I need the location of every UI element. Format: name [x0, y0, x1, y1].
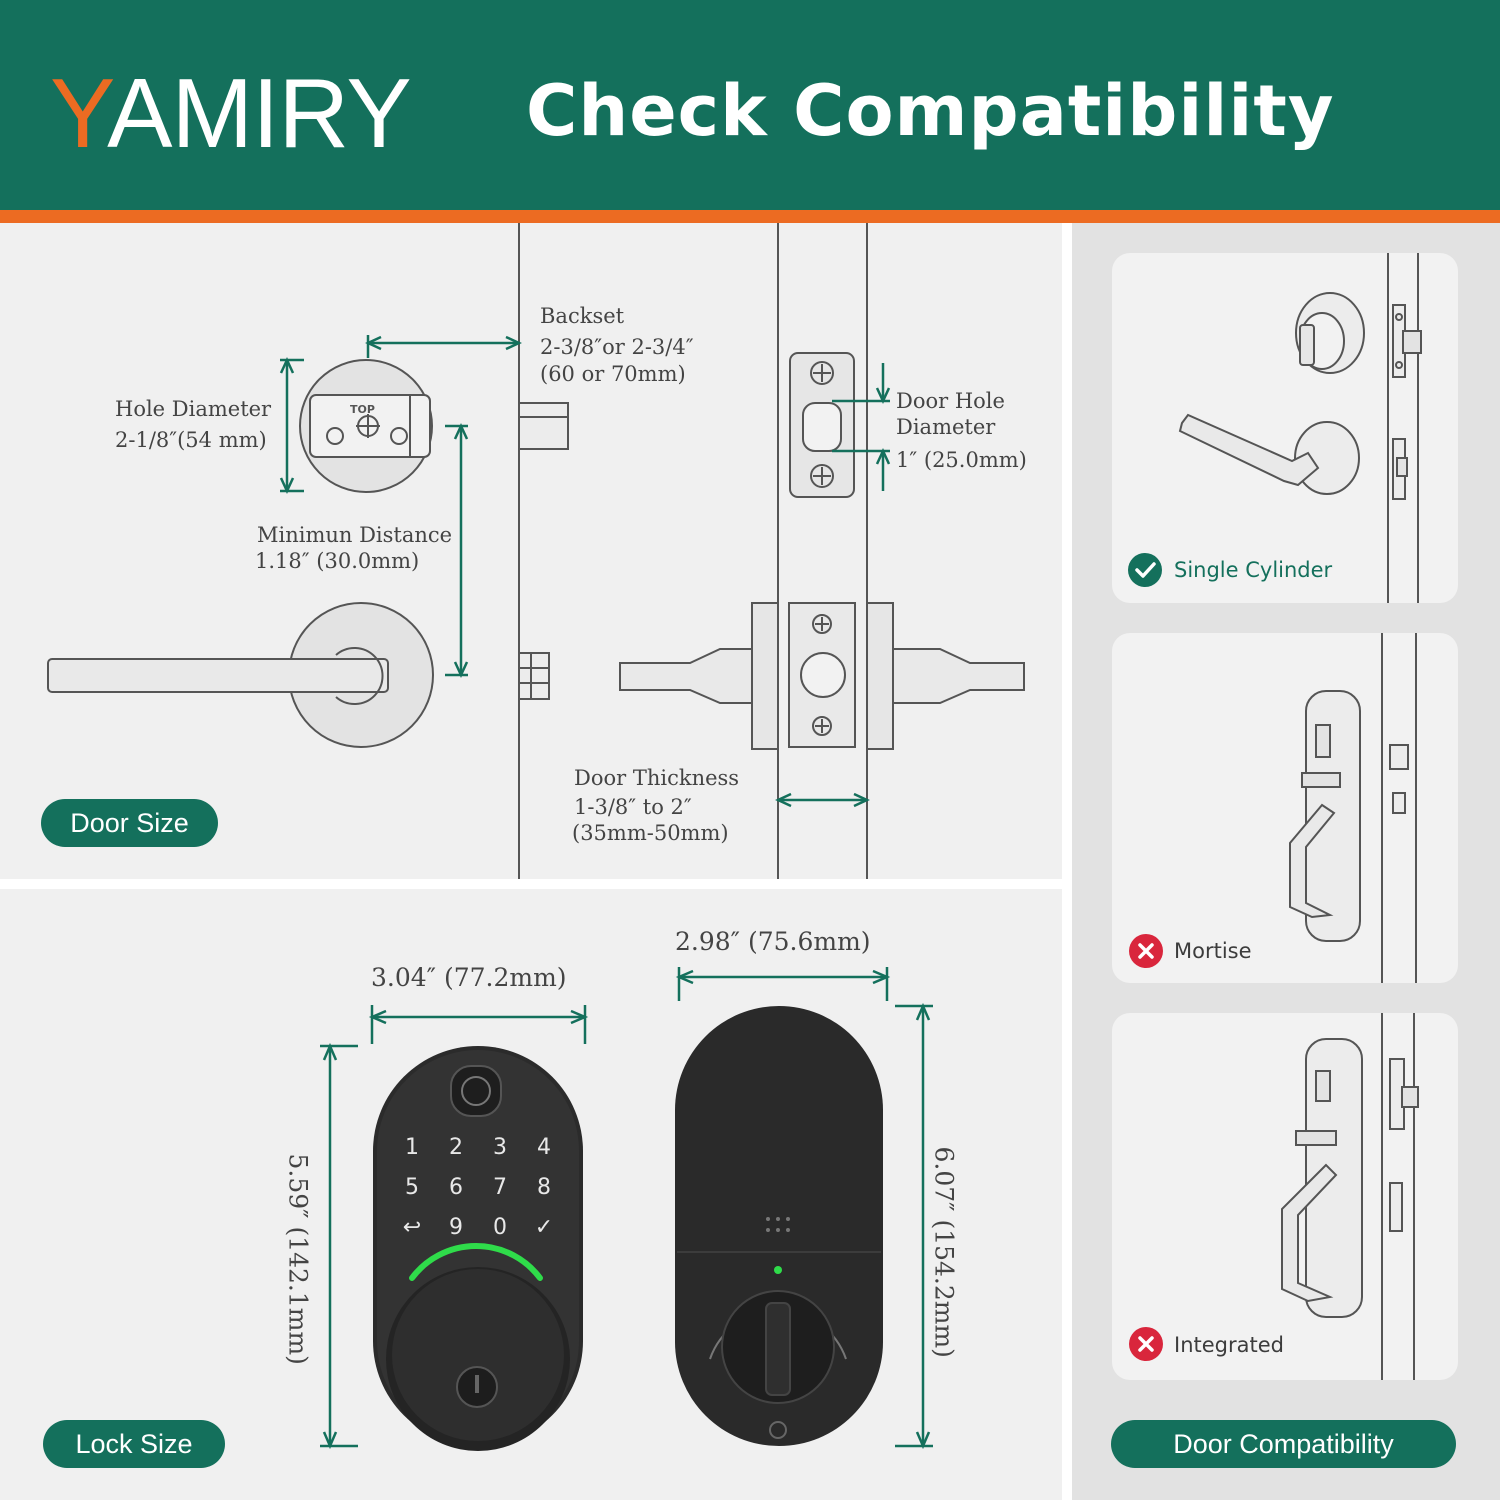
page-title: Check Compatibility	[526, 70, 1335, 152]
door-thickness-label: Door Thickness	[574, 766, 740, 790]
keypad-key: 1	[405, 1135, 419, 1160]
keypad-key: 6	[449, 1175, 463, 1200]
back-height-dimension: 6.07″ (154.2mm)	[929, 1146, 959, 1358]
front-width-dimension: 3.04″ (77.2mm)	[371, 963, 567, 992]
keypad-key: ↩	[402, 1215, 422, 1240]
single-cylinder-illustration	[1178, 253, 1422, 603]
mortise-illustration	[1289, 633, 1417, 983]
keypad-key: 7	[493, 1175, 507, 1200]
compat-label-mortise: Mortise	[1174, 939, 1252, 963]
compat-label-integrated: Integrated	[1174, 1333, 1284, 1357]
door-compatibility-badge: Door Compatibility	[1111, 1420, 1456, 1468]
backset-label: Backset	[540, 304, 625, 328]
keypad-lock-front	[373, 1046, 583, 1451]
compat-label-single-cylinder: Single Cylinder	[1174, 558, 1333, 582]
keypad-key: 5	[405, 1175, 419, 1200]
integrated-illustration	[1281, 1013, 1419, 1380]
section-divider-horizontal	[0, 879, 1062, 889]
keypad-key: 4	[537, 1135, 551, 1160]
check-icon	[1128, 553, 1162, 587]
door-hole-label-2: Diameter	[896, 415, 996, 439]
keypad-key: 8	[537, 1175, 551, 1200]
keypad-key: ✓	[534, 1215, 554, 1240]
cross-icon	[1129, 934, 1163, 968]
brand-logo-accent: Y	[50, 58, 108, 168]
door-thickness-metric: (35mm-50mm)	[572, 821, 729, 845]
compat-card-single-cylinder: Single Cylinder	[1112, 253, 1458, 603]
keypad-key: 0	[493, 1215, 507, 1240]
keypad-key: 9	[449, 1215, 463, 1240]
lock-size-badge: Lock Size	[43, 1420, 225, 1468]
brand-logo-text: AMIRY	[107, 58, 412, 168]
compat-card-mortise: Mortise	[1112, 633, 1458, 983]
keypad-key: 2	[449, 1135, 463, 1160]
door-hole-value: 1″ (25.0mm)	[896, 448, 1027, 472]
header-banner: YAMIRY Check Compatibility	[0, 0, 1500, 210]
keypad-digits: 1 2 3 4 5 6 7 8 ↩ 9 0 ✓	[390, 1128, 566, 1248]
back-width-dimension: 2.98″ (75.6mm)	[675, 927, 871, 956]
door-size-diagram: TOP	[47, 223, 1025, 879]
backset-value: 2-3/8″or 2-3/4″	[540, 335, 694, 359]
lock-size-diagram	[320, 967, 933, 1451]
section-divider-vertical	[1062, 223, 1072, 1500]
door-hole-label: Door Hole	[896, 389, 1005, 413]
min-distance-label: Minimun Distance	[257, 523, 453, 547]
cross-icon	[1129, 1327, 1163, 1361]
compat-card-integrated: Integrated	[1112, 1013, 1458, 1380]
header-stripe	[0, 210, 1500, 223]
min-distance-value: 1.18″ (30.0mm)	[255, 549, 420, 573]
door-size-badge: Door Size	[41, 799, 218, 847]
hole-diameter-label: Hole Diameter	[115, 397, 272, 421]
lock-interior-back	[675, 1006, 883, 1446]
brand-logo: YAMIRY	[50, 58, 412, 168]
door-thickness-value: 1-3/8″ to 2″	[574, 795, 692, 819]
hole-diameter-value: 2-1/8″(54 mm)	[115, 428, 267, 452]
front-height-dimension: 5.59″ (142.1mm)	[283, 1153, 313, 1365]
keypad-key: 3	[493, 1135, 507, 1160]
backset-value-metric: (60 or 70mm)	[540, 362, 686, 386]
top-marking: TOP	[350, 403, 375, 416]
